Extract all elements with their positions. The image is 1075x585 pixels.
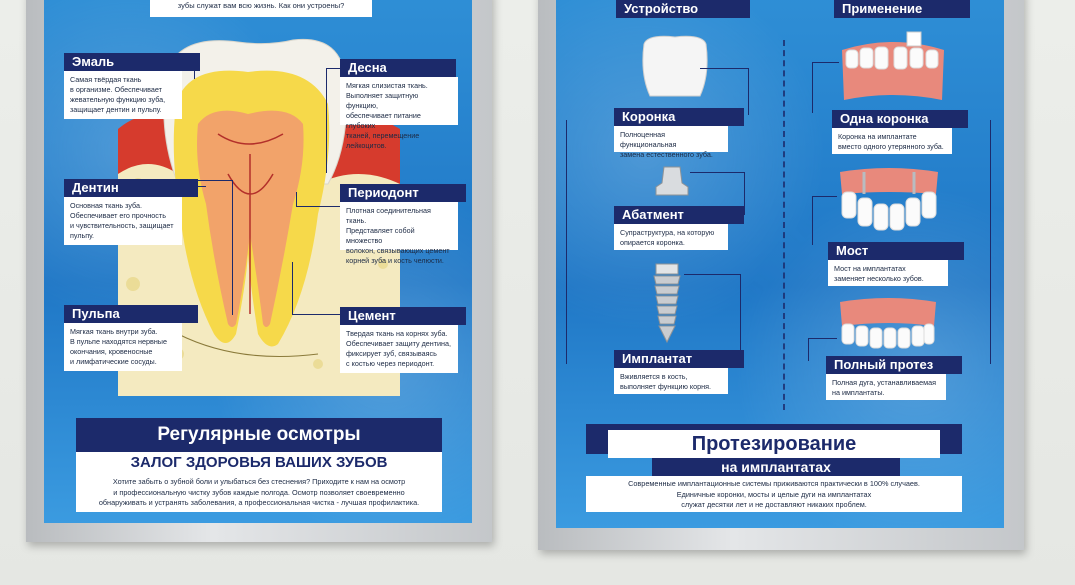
label-gum: Десна <box>340 59 456 77</box>
right-banner-title-box: Протезирование <box>608 430 940 458</box>
connector <box>684 274 741 357</box>
desc-implant: Вживляется в кость,выполняет функцию кор… <box>614 368 728 394</box>
right-banner-title: Протезирование <box>691 433 857 455</box>
desc-gum: Мягкая слизистая ткань.Выполняет защитну… <box>340 77 458 150</box>
label-abutment: Абатмент <box>614 206 744 224</box>
left-banner-title: Регулярные осмотры <box>157 424 361 445</box>
label-full-denture: Полный протез <box>826 356 962 374</box>
header-application: Применение <box>834 0 970 18</box>
connector <box>296 192 341 207</box>
connector <box>690 172 745 215</box>
left-body-text: Хотите забыть о зубной боли и улыбаться … <box>76 474 442 512</box>
right-banner-subtitle: на имплантатах <box>721 459 831 475</box>
label-enamel: Эмаль <box>64 53 200 71</box>
connector <box>326 68 341 173</box>
connector <box>566 120 615 364</box>
label-cement: Цемент <box>340 307 466 325</box>
label-periodont: Периодонт <box>340 184 466 202</box>
connector <box>700 68 749 115</box>
left-banner: Регулярные осмотры <box>76 418 442 452</box>
connector <box>812 196 837 245</box>
divider-line <box>783 40 785 410</box>
label-pulp: Пульпа <box>64 305 198 323</box>
connector <box>946 120 991 364</box>
full-denture-image <box>840 298 936 349</box>
label-single-crown: Одна коронка <box>832 110 968 128</box>
bridge-image <box>840 168 938 231</box>
left-banner-subtitle-box: ЗАЛОГ ЗДОРОВЬЯ ВАШИХ ЗУБОВ <box>76 452 442 474</box>
connector <box>182 180 233 315</box>
crown-image <box>642 35 708 97</box>
label-crown: Коронка <box>614 108 744 126</box>
label-dentin: Дентин <box>64 179 198 197</box>
left-banner-subtitle: ЗАЛОГ ЗДОРОВЬЯ ВАШИХ ЗУБОВ <box>130 454 388 471</box>
left-top-text: зубы служат вам всю жизнь. Как они устро… <box>177 1 345 10</box>
desc-cement: Твердая ткань на корнях зуба.Обеспечивае… <box>340 325 458 373</box>
desc-dentin: Основная ткань зуба.Обеспечивает его про… <box>64 197 182 245</box>
single-crown-image <box>842 31 944 100</box>
connector <box>808 338 837 361</box>
connector <box>812 62 839 113</box>
desc-periodont: Плотная соединительная ткань.Представляе… <box>340 202 458 265</box>
header-structure: Устройство <box>616 0 750 18</box>
abutment-image <box>655 166 689 196</box>
desc-pulp: Мягкая ткань внутри зуба.В пульпе находя… <box>64 323 182 371</box>
label-bridge: Мост <box>828 242 964 260</box>
label-implant: Имплантат <box>614 350 744 368</box>
connector <box>292 262 341 315</box>
right-body-text: Современные имплантационные системы приж… <box>586 476 962 512</box>
implant-image <box>653 263 681 344</box>
right-banner-subtitle-box: на имплантатах <box>652 458 900 476</box>
left-top-text-box: зубы служат вам всю жизнь. Как они устро… <box>150 0 372 17</box>
